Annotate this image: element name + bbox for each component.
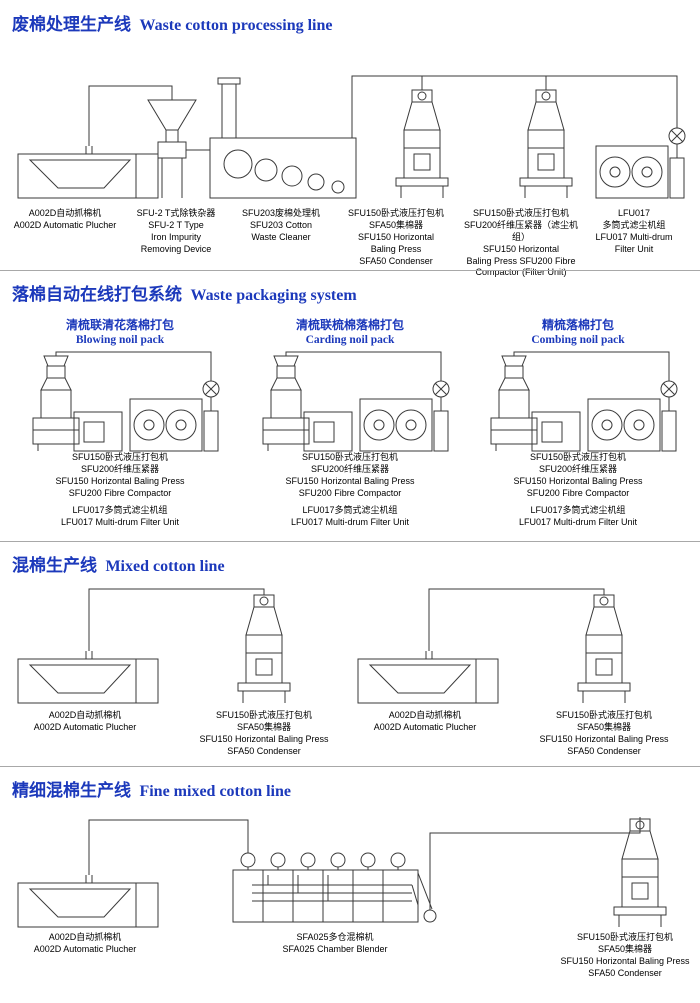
- a002d-plucker-drawing: [357, 650, 499, 704]
- section3-title-en: Mixed cotton line: [105, 558, 225, 575]
- carding-pack-diagram: [262, 350, 450, 452]
- sfu200-compactor-drawing: [262, 355, 310, 452]
- sfu200-compactor-drawing: [32, 355, 80, 452]
- label-sfu203: SFU203废棉处理机 SFU203 Cotton Waste Cleaner: [241, 208, 321, 242]
- a002d-plucker-drawing: [17, 874, 159, 928]
- label-sfu150-sfu200: SFU150卧式液压打包机 SFU200纤维压紧器（滤尘机组） SFU150 H…: [463, 208, 579, 278]
- combing-pack-diagram: [490, 350, 678, 452]
- sfu150-press-drawing: [532, 412, 580, 451]
- label-lfu017: LFU017 多筒式滤尘机组 LFU017 Multi-drum Filter …: [595, 208, 673, 254]
- subtitle-combing-en: Combing noil pack: [531, 334, 625, 346]
- section4-title: 精细混棉生产线 Fine mixed cotton line: [12, 776, 291, 801]
- sfu203-cleaner-drawing: [210, 78, 356, 198]
- subtitle-carding-en: Carding noil pack: [305, 334, 395, 346]
- pipe: [89, 589, 264, 651]
- label-press-col1: SFU150卧式液压打包机 SFU200纤维压紧器 SFU150 Horizon…: [55, 452, 185, 498]
- pipe: [56, 352, 211, 381]
- lfu017-filter-drawing: [587, 380, 678, 452]
- section1-title-cn: 废棉处理生产线: [12, 15, 131, 34]
- label-a002d: A002D自动抓棉机 A002D Automatic Plucher: [13, 208, 117, 230]
- sfu150-press-drawing: [74, 412, 122, 451]
- label-sfu150-1: SFU150卧式液压打包机 SFA50集棉器 SFU150 Horizontal…: [199, 710, 329, 756]
- a002d-plucker-drawing: [17, 145, 159, 199]
- subtitle-carding: 清梳联梳棉落棉打包 Carding noil pack: [240, 318, 460, 348]
- pipe: [514, 352, 669, 381]
- lfu017-filter-drawing: [595, 127, 686, 199]
- label-a002d-1: A002D自动抓棉机 A002D Automatic Plucher: [33, 710, 137, 732]
- sfu150-baler-drawing: [395, 87, 449, 199]
- label-sfu150-2: SFU150卧式液压打包机 SFA50集棉器 SFU150 Horizontal…: [539, 710, 669, 756]
- blowing-pack-diagram: [32, 350, 220, 452]
- lfu017-filter-drawing: [359, 380, 450, 452]
- pipe: [89, 86, 172, 146]
- label-a002d: A002D自动抓棉机 A002D Automatic Plucher: [33, 932, 137, 954]
- label-a002d-2: A002D自动抓棉机 A002D Automatic Plucher: [373, 710, 477, 732]
- subtitle-blowing: 清梳联清花落棉打包 Blowing noil pack: [10, 318, 230, 348]
- sfu150-baler-drawing: [237, 592, 291, 704]
- section-divider: [0, 270, 700, 271]
- section2-title-en: Waste packaging system: [190, 287, 357, 304]
- section2-title: 落棉自动在线打包系统 Waste packaging system: [12, 280, 357, 305]
- sfu2-t-remover-drawing: [148, 100, 210, 198]
- subtitle-blowing-en: Blowing noil pack: [75, 334, 165, 346]
- section-divider: [0, 541, 700, 542]
- sfu150-baler-compactor-drawing: [519, 87, 573, 199]
- pipe: [286, 352, 441, 381]
- pipe: [89, 820, 248, 875]
- section1-diagram: [17, 38, 686, 199]
- label-press-col2: SFU150卧式液压打包机 SFU200纤维压紧器 SFU150 Horizon…: [285, 452, 415, 498]
- sfu150-baler-drawing: [577, 592, 631, 704]
- section4-title-en: Fine mixed cotton line: [139, 783, 291, 800]
- a002d-plucker-drawing: [17, 650, 159, 704]
- subtitle-combing-cn: 精梳落棉打包: [541, 318, 614, 332]
- label-filter-col2: LFU017多筒式滤尘机组 LFU017 Multi-drum Filter U…: [290, 505, 410, 527]
- subtitle-combing: 精梳落棉打包 Combing noil pack: [468, 318, 688, 348]
- label-sfu150: SFU150卧式液压打包机 SFA50集棉器 SFU150 Horizontal…: [560, 932, 690, 978]
- pipe: [429, 589, 604, 651]
- section3-title: 混棉生产线 Mixed cotton line: [12, 551, 225, 576]
- label-sfa025: SFA025多仓混棉机 SFA025 Chamber Blender: [282, 932, 388, 954]
- section4-title-cn: 精细混棉生产线: [12, 781, 131, 800]
- section1-title: 废棉处理生产线 Waste cotton processing line: [12, 10, 332, 35]
- section4-diagram: [17, 816, 667, 928]
- lfu017-filter-drawing: [129, 380, 220, 452]
- section3-title-cn: 混棉生产线: [12, 556, 97, 575]
- section3-diagram: [17, 585, 631, 704]
- sfu150-press-drawing: [304, 412, 352, 451]
- subtitle-blowing-cn: 清梳联清花落棉打包: [65, 318, 174, 332]
- subtitle-carding-cn: 清梳联梳棉落棉打包: [295, 318, 404, 332]
- sfa025-blender-drawing: [233, 853, 436, 922]
- sfu200-compactor-drawing: [490, 355, 538, 452]
- section-divider: [0, 766, 700, 767]
- label-press-col3: SFU150卧式液压打包机 SFU200纤维压紧器 SFU150 Horizon…: [513, 452, 643, 498]
- pipe: [352, 76, 677, 138]
- section1-title-en: Waste cotton processing line: [139, 17, 333, 34]
- pipe: [430, 817, 640, 910]
- label-filter-col1: LFU017多筒式滤尘机组 LFU017 Multi-drum Filter U…: [60, 505, 180, 527]
- label-filter-col3: LFU017多筒式滤尘机组 LFU017 Multi-drum Filter U…: [518, 505, 638, 527]
- label-sfu150-sfa50: SFU150卧式液压打包机 SFA50集棉器 SFU150 Horizontal…: [347, 208, 445, 266]
- label-sfu2: SFU-2 T式除铁杂器 SFU-2 T Type Iron Impurity …: [136, 208, 216, 254]
- section2-title-cn: 落棉自动在线打包系统: [12, 285, 182, 304]
